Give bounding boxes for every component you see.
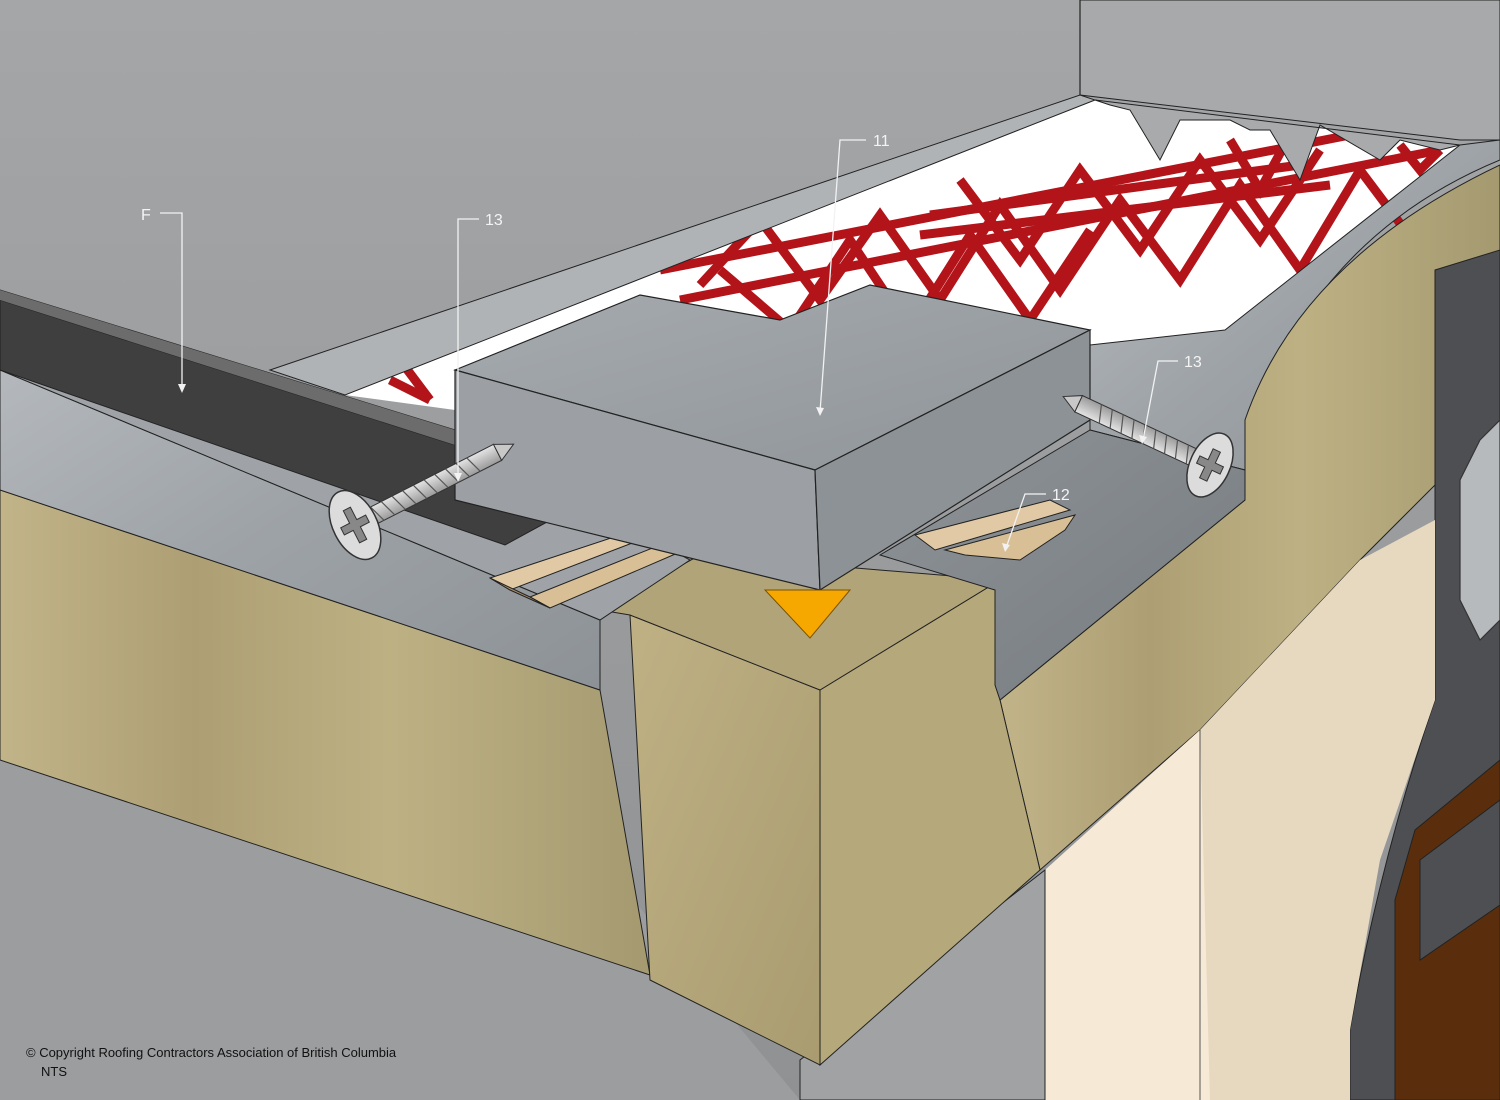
copyright-footer: © Copyright Roofing Contractors Associat… [26, 1043, 396, 1081]
callout-label-11: 11 [873, 133, 890, 150]
callout-12: 12 [1002, 487, 1070, 552]
down-arrow-icon [763, 589, 852, 639]
scale-note: NTS [41, 1064, 67, 1079]
copyright-text: © Copyright Roofing Contractors Associat… [26, 1045, 397, 1060]
metal-flashing-right [878, 429, 1246, 701]
callout-label-13-left: 13 [485, 212, 503, 229]
window-hardware [1459, 419, 1500, 642]
callout-label-12: 12 [1052, 487, 1070, 504]
callout-F: F [141, 207, 186, 393]
callout-11: 11 [816, 133, 890, 416]
steel-deck-flutes [1094, 99, 1461, 182]
screw-icon [328, 443, 515, 561]
deck-edge-band [268, 94, 1097, 396]
callout-label-13-right: 13 [1184, 354, 1202, 371]
screw-icon [1062, 394, 1234, 498]
callout-13-right: 13 [1139, 354, 1202, 444]
callout-label-F: F [141, 207, 151, 224]
callout-13-left: 13 [454, 212, 503, 482]
curved-timber-blocking [999, 164, 1500, 871]
